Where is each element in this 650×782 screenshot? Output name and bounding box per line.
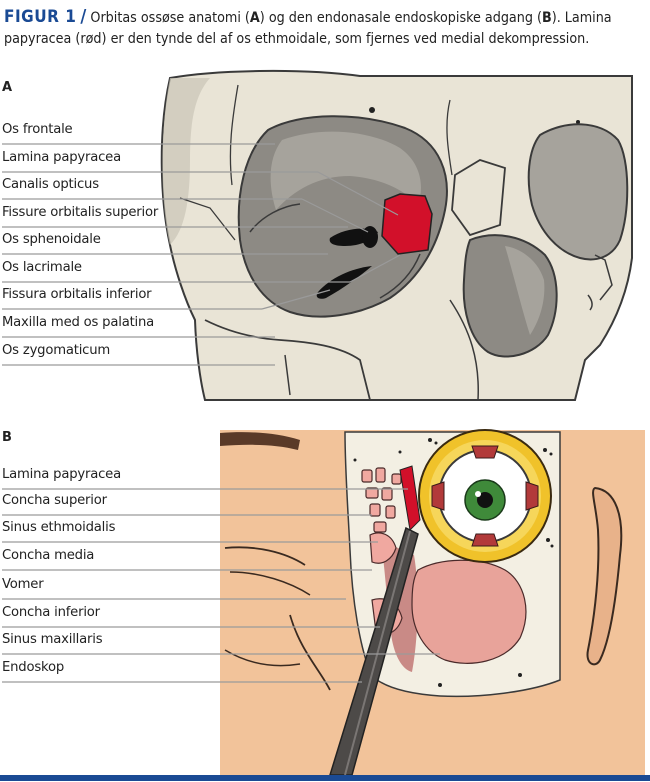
orbit-a-right bbox=[527, 123, 629, 261]
label-canalis-opticus: Canalis opticus bbox=[2, 177, 99, 192]
eyebrow bbox=[220, 432, 300, 450]
concha-media bbox=[369, 532, 397, 564]
label-lamina-papyracea-b: Lamina papyracea bbox=[2, 467, 121, 482]
panel-a-letter: A bbox=[2, 80, 13, 95]
caption-text-3: ). Lamina papyracea (rød) er den tynde d… bbox=[4, 10, 612, 47]
ear bbox=[586, 486, 623, 666]
leader-lines-b bbox=[2, 488, 440, 683]
lamina-papyracea-b bbox=[399, 465, 421, 532]
label-sinus-ethmoidalis: Sinus ethmoidalis bbox=[2, 520, 116, 535]
lamina-papyracea-red bbox=[381, 193, 433, 255]
figure-caption: FIGUR 1 / Orbitas ossøse anatomi (A) og … bbox=[4, 6, 646, 50]
label-concha-inferior: Concha inferior bbox=[2, 605, 100, 620]
caption-bold-a: A bbox=[249, 10, 260, 26]
optic-canal bbox=[362, 226, 378, 248]
caption-text-2: ) og den endonasale endoskopiske adgang … bbox=[259, 10, 542, 26]
label-os-lacrimale: Os lacrimale bbox=[2, 260, 82, 275]
label-lamina-papyracea-a: Lamina papyracea bbox=[2, 150, 121, 165]
skull-illustration bbox=[160, 69, 633, 401]
label-os-zygomaticum: Os zygomaticum bbox=[2, 343, 111, 358]
label-vomer: Vomer bbox=[2, 577, 44, 592]
label-os-sphenoidale: Os sphenoidale bbox=[2, 232, 101, 247]
label-concha-media: Concha media bbox=[2, 548, 95, 563]
figure-label: FIGUR 1 bbox=[4, 7, 77, 27]
panel-b-letter: B bbox=[2, 430, 12, 445]
label-fissure-orbitalis-superior: Fissure orbitalis superior bbox=[2, 205, 159, 220]
figure-slash: / bbox=[80, 6, 87, 27]
label-concha-superior: Concha superior bbox=[2, 493, 107, 508]
maxillary-sinus bbox=[411, 559, 527, 664]
leader-lines-a bbox=[2, 143, 401, 366]
label-fissura-orbitalis-inferior: Fissura orbitalis inferior bbox=[2, 287, 152, 302]
endoscopy-illustration bbox=[220, 429, 645, 776]
label-endoskop: Endoskop bbox=[2, 660, 65, 675]
label-os-frontale: Os frontale bbox=[2, 122, 73, 137]
nasal-bone bbox=[451, 159, 506, 237]
label-maxilla-med-os-palatina: Maxilla med os palatina bbox=[2, 315, 155, 330]
label-sinus-maxillaris: Sinus maxillaris bbox=[2, 632, 103, 647]
bottom-rule bbox=[0, 775, 650, 781]
caption-bold-b: B bbox=[541, 10, 552, 26]
caption-text-1: Orbitas ossøse anatomi ( bbox=[86, 10, 250, 26]
ethmoid-cells bbox=[361, 467, 402, 533]
